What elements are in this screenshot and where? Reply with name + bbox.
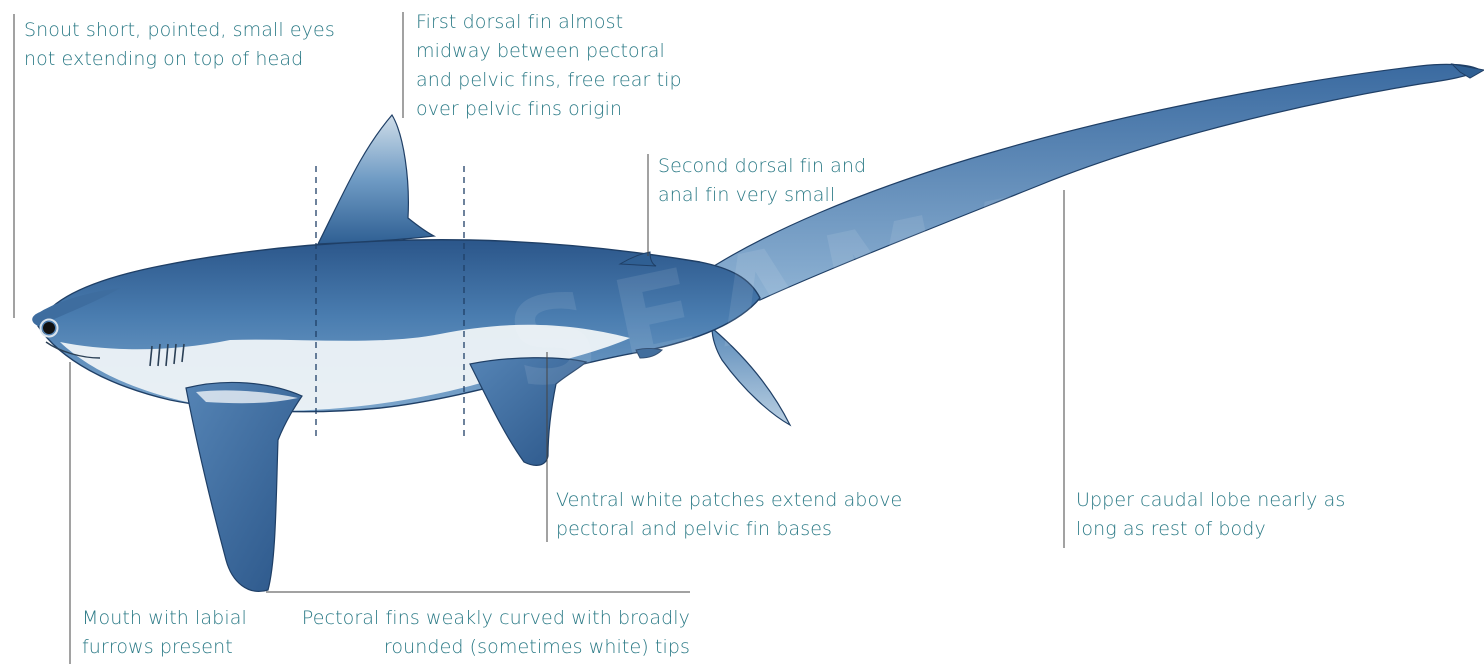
annotation-text: midway between pectoral — [416, 37, 682, 66]
annotation-text: Upper caudal lobe nearly as — [1076, 486, 1345, 515]
annotation-ventral-patches: Ventral white patches extend above pecto… — [556, 486, 902, 544]
pectoral-fin — [186, 382, 302, 591]
annotation-text: Second dorsal fin and — [658, 152, 866, 181]
annotation-pectoral-fins: Pectoral fins weakly curved with broadly… — [290, 604, 690, 662]
annotation-second-dorsal-fin: Second dorsal fin and anal fin very smal… — [658, 152, 866, 210]
annotation-text: First dorsal fin almost — [416, 8, 682, 37]
annotation-text: furrows present — [82, 633, 247, 662]
eye — [43, 322, 55, 334]
annotation-text: Mouth with labial — [82, 604, 247, 633]
annotation-text: Snout short, pointed, small eyes — [24, 16, 335, 45]
first-dorsal-fin — [318, 115, 434, 244]
annotation-snout: Snout short, pointed, small eyes not ext… — [24, 16, 335, 74]
annotation-text: over pelvic fins origin — [416, 95, 682, 124]
annotation-text: and pelvic fins, free rear tip — [416, 66, 682, 95]
annotation-text: Ventral white patches extend above — [556, 486, 902, 515]
annotation-text: long as rest of body — [1076, 515, 1345, 544]
annotation-upper-caudal-lobe: Upper caudal lobe nearly as long as rest… — [1076, 486, 1345, 544]
annotation-text: rounded (sometimes white) tips — [290, 633, 690, 662]
annotation-text: pectoral and pelvic fin bases — [556, 515, 902, 544]
annotation-first-dorsal-fin: First dorsal fin almost midway between p… — [416, 8, 682, 124]
annotation-mouth: Mouth with labial furrows present — [82, 604, 247, 662]
annotation-text: Pectoral fins weakly curved with broadly — [290, 604, 690, 633]
annotation-text: not extending on top of head — [24, 45, 335, 74]
annotation-text: anal fin very small — [658, 181, 866, 210]
